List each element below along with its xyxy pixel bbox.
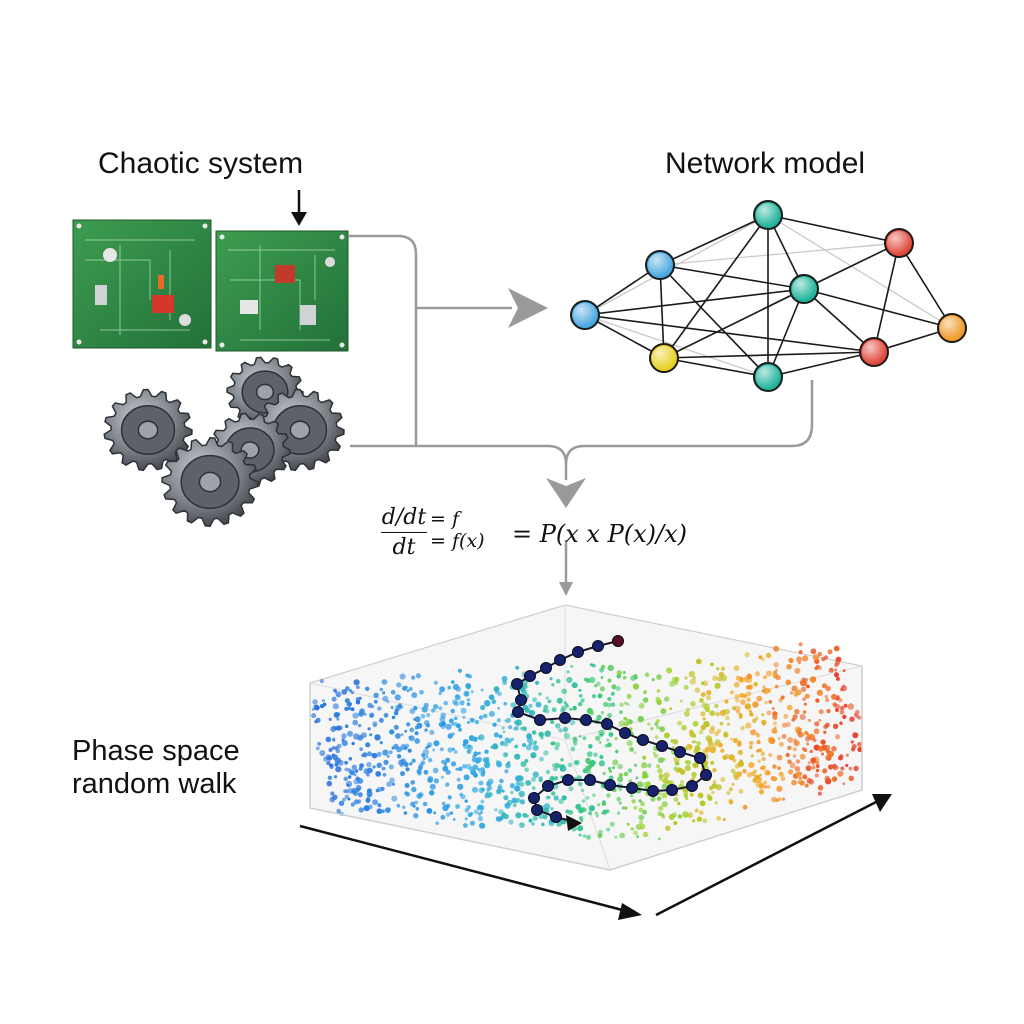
- gears-icon: [103, 356, 345, 527]
- random-walk-step: [612, 635, 624, 647]
- random-walk-step: [674, 746, 686, 758]
- network-edge-faint: [584, 214, 769, 316]
- equation-fraction-denominator: dt: [392, 535, 416, 560]
- random-walk-step: [637, 734, 649, 746]
- network-edge: [659, 214, 769, 266]
- phase-space-title: Phase space random walk: [72, 735, 240, 802]
- phase-axes: [299, 794, 892, 920]
- random-walk-step: [515, 694, 527, 706]
- network-edge: [584, 288, 805, 316]
- equation-term-top: = f: [430, 508, 459, 530]
- network-edge: [663, 357, 769, 378]
- random-walk-step: [604, 779, 616, 791]
- random-walk-step: [694, 752, 706, 764]
- gear-icon: [161, 437, 259, 527]
- network-edge-faint: [767, 214, 953, 329]
- network-edge: [584, 264, 661, 316]
- network-edge: [803, 288, 875, 353]
- random-walk-step: [534, 714, 546, 726]
- network-edge: [898, 242, 953, 329]
- network-edge-faint: [584, 314, 769, 378]
- network-edge: [663, 288, 805, 359]
- network-edge: [659, 264, 665, 359]
- network-model-title: Network model: [665, 147, 866, 180]
- random-walk-step: [542, 780, 554, 792]
- random-walk-step: [524, 670, 536, 682]
- random-walk-step: [700, 769, 712, 781]
- random-walk-step: [531, 804, 543, 816]
- network-edge: [663, 351, 875, 359]
- network-edge: [659, 264, 805, 290]
- network-edge: [767, 214, 900, 244]
- random-walk-step: [666, 784, 678, 796]
- circuit-board-icon: [72, 219, 349, 352]
- network-edge: [584, 314, 875, 353]
- flow-connectors: [348, 234, 814, 585]
- random-walk-step: [601, 718, 613, 730]
- phase-title-line1: Phase space: [72, 735, 240, 767]
- random-walk-step: [540, 662, 552, 674]
- network-edge: [767, 288, 805, 378]
- random-walk-step: [572, 646, 584, 658]
- network-edge: [803, 288, 953, 329]
- random-walk-step: [559, 712, 571, 724]
- equation-rhs: = P(x x P(x)/x): [512, 520, 687, 548]
- random-walk-step: [512, 706, 524, 718]
- flow-arrowheads: [508, 288, 586, 596]
- random-walk-step: [656, 740, 668, 752]
- random-walk-step: [562, 774, 574, 786]
- random-walk-step: [580, 714, 592, 726]
- pointer-arrow: [291, 190, 307, 226]
- phase-title-line2: random walk: [72, 768, 237, 801]
- random-walk-step: [554, 654, 566, 666]
- chaotic-system-title: Chaotic system: [98, 147, 304, 180]
- equation-fraction-numerator: d/dt: [381, 505, 427, 533]
- random-walk-step: [511, 678, 523, 690]
- network-edge: [873, 242, 900, 353]
- network-edge: [767, 351, 875, 378]
- phase-space-box-icon: [309, 604, 863, 871]
- network-edge: [663, 214, 769, 359]
- random-walk-arrowhead: [566, 815, 582, 831]
- random-walk-step: [647, 785, 659, 797]
- network-edge: [659, 264, 769, 378]
- network-graph-icon: [570, 200, 967, 392]
- random-walk-step: [584, 774, 596, 786]
- equation-fraction: d/dt dt: [381, 505, 427, 560]
- random-walk-step: [619, 727, 631, 739]
- equation-term-bottom: = f(x): [430, 530, 485, 552]
- gear-icon: [103, 388, 193, 472]
- random-walk-step: [528, 792, 540, 804]
- network-edge-faint: [659, 242, 900, 266]
- random-walk-step: [550, 811, 562, 823]
- network-edge: [803, 242, 900, 290]
- random-walk-step: [626, 782, 638, 794]
- random-walk-step: [592, 640, 604, 652]
- random-walk-step: [686, 780, 698, 792]
